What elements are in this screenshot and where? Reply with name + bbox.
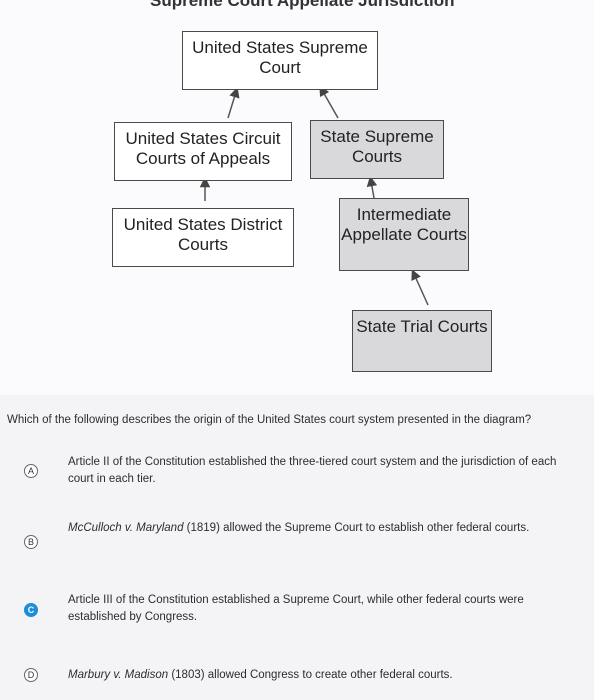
box-state-trial-courts: State Trial Courts — [352, 310, 492, 372]
court-diagram: Supreme Court Appellate Jurisdiction Uni… — [112, 0, 492, 372]
arrow-intermediate-to-statesupreme — [366, 175, 378, 199]
choice-a-text: Article II of the Constitution establish… — [68, 456, 557, 485]
box-us-circuit-courts: United States Circuit Courts of Appeals — [114, 122, 292, 181]
choice-b-text: McCulloch v. Maryland (1819) allowed the… — [68, 522, 530, 534]
diagram-title: Supreme Court Appellate Jurisdiction — [150, 0, 455, 10]
arrow-statesupreme-to-supreme — [319, 85, 339, 119]
diagram-connectors — [199, 85, 429, 306]
choice-c-text: Article III of the Constitution establis… — [68, 594, 524, 623]
choice-d-text: Marbury v. Madison (1803) allowed Congre… — [68, 669, 453, 681]
arrow-trial-to-intermediate — [411, 269, 429, 306]
choice-b-radio[interactable]: B — [24, 535, 38, 549]
choice-a-radio[interactable]: A — [24, 464, 38, 478]
choice-c-radio-selected[interactable]: C — [24, 603, 38, 617]
box-intermediate-appellate: Intermediate Appellate Courts — [339, 198, 469, 271]
box-us-supreme-court: United States Supreme Court — [182, 31, 378, 90]
choice-d-radio[interactable]: D — [24, 668, 38, 682]
arrow-circuit-to-supreme — [227, 86, 240, 119]
box-us-district-courts: United States District Courts — [112, 208, 294, 267]
box-state-supreme-courts: State Supreme Courts — [310, 120, 444, 179]
question-text: Which of the following describes the ori… — [7, 414, 532, 426]
